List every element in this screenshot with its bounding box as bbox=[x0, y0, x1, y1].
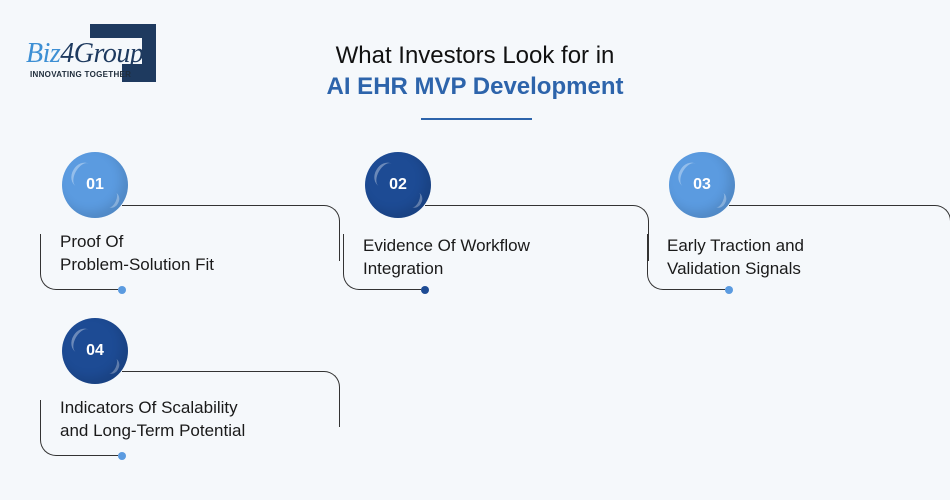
number-badge: 04 bbox=[62, 318, 128, 384]
number-badge: 03 bbox=[669, 152, 735, 218]
item-label: Evidence Of Workflow Integration bbox=[363, 236, 530, 278]
biz4group-logo: Biz4Group INNOVATING TOGETHER bbox=[24, 24, 159, 84]
connector-line-top bbox=[425, 205, 649, 261]
page-title: What Investors Look for in AI EHR MVP De… bbox=[0, 40, 950, 102]
item-card-01: 01 Proof Of Problem-Solution Fit bbox=[38, 150, 340, 300]
item-card-04: 04 Indicators Of Scalability and Long-Te… bbox=[38, 316, 340, 466]
item-label: Indicators Of Scalability and Long-Term … bbox=[60, 398, 246, 440]
logo-tagline: INNOVATING TOGETHER bbox=[30, 70, 132, 79]
connector-line-bottom bbox=[40, 234, 118, 290]
bullet-dot-icon bbox=[725, 286, 733, 294]
logo-wordmark: Biz4Group bbox=[26, 38, 144, 69]
item-card-02: 02 Evidence Of Workflow Integration bbox=[341, 150, 649, 300]
connector-line-top bbox=[729, 205, 950, 261]
title-line-1: What Investors Look for in bbox=[335, 42, 615, 69]
item-label: Proof Of Problem-Solution Fit bbox=[60, 232, 215, 274]
bullet-dot-icon bbox=[421, 286, 429, 294]
number-badge: 01 bbox=[62, 152, 128, 218]
title-line-2: AI EHR MVP Development bbox=[326, 73, 624, 100]
connector-line-top bbox=[122, 205, 340, 261]
connector-line-bottom bbox=[647, 234, 725, 290]
number-badge: 02 bbox=[365, 152, 431, 218]
connector-line-bottom bbox=[40, 400, 118, 456]
item-card-03: 03 Early Traction and Validation Signals bbox=[645, 150, 950, 300]
connector-line-top bbox=[122, 371, 340, 427]
item-label: Early Traction and Validation Signals bbox=[667, 236, 805, 278]
bullet-dot-icon bbox=[118, 452, 126, 460]
bullet-dot-icon bbox=[118, 286, 126, 294]
title-underline bbox=[421, 118, 532, 120]
logo-frame-block bbox=[122, 64, 156, 82]
connector-line-bottom bbox=[343, 234, 421, 290]
